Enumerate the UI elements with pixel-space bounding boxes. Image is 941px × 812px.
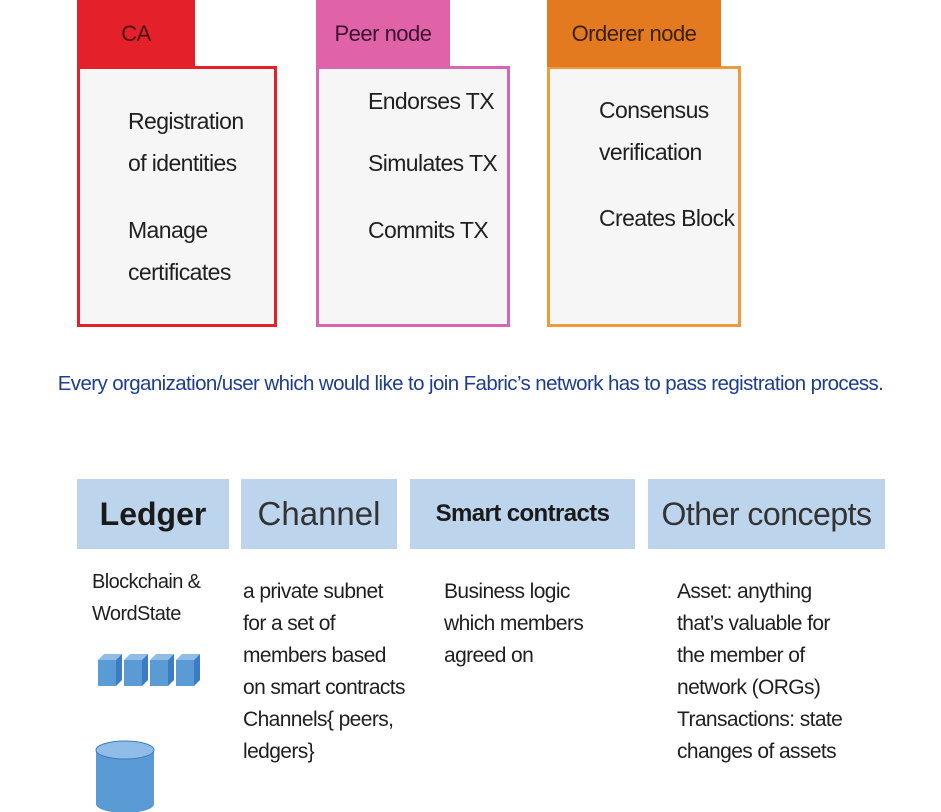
ca-line-1: Registration xyxy=(128,108,244,134)
ca-node-title: CA xyxy=(77,0,195,67)
registration-caption: Every organization/user which would like… xyxy=(57,372,884,395)
peer-line-1: Endorses TX xyxy=(368,88,495,114)
channel-line-2: for a set of xyxy=(243,612,336,635)
channel-line-6: ledgers} xyxy=(243,740,315,763)
other-line-2: that’s valuable for xyxy=(677,612,830,635)
ca-node-box xyxy=(77,66,277,327)
other-line-1: Asset: anything xyxy=(677,580,812,603)
channel-line-1: a private subnet xyxy=(243,580,383,603)
peer-node-box xyxy=(316,66,510,327)
orderer-line-3: Creates Block xyxy=(599,205,735,231)
other-line-6: changes of assets xyxy=(677,740,837,763)
peer-line-3: Commits TX xyxy=(368,217,489,243)
block-cube-1 xyxy=(98,654,122,686)
orderer-line-2: verification xyxy=(599,139,702,165)
channel-line-3: members based xyxy=(243,644,386,667)
peer-node-title: Peer node xyxy=(316,0,450,67)
smart-contracts-line-1: Business logic xyxy=(444,580,570,603)
channel-line-5: Channels{ peers, xyxy=(243,708,394,731)
block-cube-3 xyxy=(150,654,174,686)
channel-line-4: on smart contracts xyxy=(243,676,406,699)
orderer-node-title: Orderer node xyxy=(547,0,721,67)
ledger-line-1: Blockchain & xyxy=(92,571,201,593)
smart-contracts-line-3: agreed on xyxy=(444,644,534,667)
ca-line-4: certificates xyxy=(128,259,231,285)
block-cube-4 xyxy=(176,654,200,686)
other-concepts-header: Other concepts xyxy=(648,479,885,549)
channel-header: Channel xyxy=(241,479,397,549)
ca-line-2: of identities xyxy=(128,150,237,176)
block-cube-2 xyxy=(124,654,148,686)
database-icon xyxy=(95,740,155,812)
orderer-node-box xyxy=(547,66,741,327)
ledger-header: Ledger xyxy=(77,479,229,549)
ledger-line-2: WordState xyxy=(92,603,181,625)
smart-contracts-header: Smart contracts xyxy=(410,479,635,549)
other-line-4: network (ORGs) xyxy=(677,676,821,699)
peer-line-2: Simulates TX xyxy=(368,150,498,176)
blocks-icon xyxy=(98,654,200,686)
other-line-3: the member of xyxy=(677,644,805,667)
ca-line-3: Manage xyxy=(128,217,208,243)
smart-contracts-line-2: which members xyxy=(444,612,584,635)
other-line-5: Transactions: state xyxy=(677,708,843,731)
orderer-line-1: Consensus xyxy=(599,97,709,123)
